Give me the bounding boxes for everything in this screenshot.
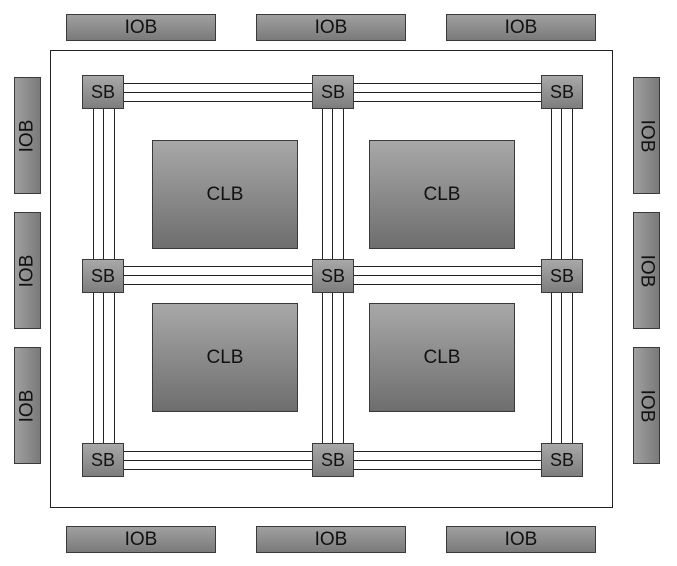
iob-label: IOB bbox=[636, 119, 658, 152]
iob-bottom-1: IOB bbox=[66, 526, 216, 553]
sb-label: SB bbox=[90, 449, 115, 470]
iob-label: IOB bbox=[16, 389, 38, 422]
iob-right-3: IOB bbox=[633, 347, 660, 464]
iob-left-1: IOB bbox=[14, 77, 41, 194]
clb-label: CLB bbox=[206, 183, 244, 205]
iob-label: IOB bbox=[636, 254, 658, 287]
switch-box: SB bbox=[541, 259, 583, 293]
switch-box: SB bbox=[82, 75, 124, 109]
switch-box: SB bbox=[541, 75, 583, 109]
logic-block: CLB bbox=[152, 140, 298, 249]
iob-label: IOB bbox=[504, 16, 538, 38]
sb-label: SB bbox=[320, 449, 345, 470]
iob-left-3: IOB bbox=[14, 347, 41, 464]
iob-label: IOB bbox=[504, 528, 538, 550]
sb-label: SB bbox=[549, 265, 574, 286]
sb-label: SB bbox=[90, 265, 115, 286]
iob-label: IOB bbox=[16, 254, 38, 287]
clb-label: CLB bbox=[206, 346, 244, 368]
logic-block: CLB bbox=[369, 140, 515, 249]
iob-label: IOB bbox=[124, 528, 158, 550]
iob-label: IOB bbox=[124, 16, 158, 38]
logic-block: CLB bbox=[369, 303, 515, 412]
iob-top-1: IOB bbox=[66, 14, 216, 41]
iob-bottom-3: IOB bbox=[446, 526, 596, 553]
clb-label: CLB bbox=[423, 183, 461, 205]
switch-box: SB bbox=[82, 443, 124, 477]
sb-label: SB bbox=[320, 265, 345, 286]
sb-label: SB bbox=[549, 449, 574, 470]
iob-right-1: IOB bbox=[633, 77, 660, 194]
logic-block: CLB bbox=[152, 303, 298, 412]
iob-left-2: IOB bbox=[14, 212, 41, 329]
sb-label: SB bbox=[549, 81, 574, 102]
iob-bottom-2: IOB bbox=[256, 526, 406, 553]
sb-label: SB bbox=[320, 81, 345, 102]
iob-label: IOB bbox=[636, 389, 658, 422]
iob-label: IOB bbox=[16, 119, 38, 152]
iob-label: IOB bbox=[314, 16, 348, 38]
iob-label: IOB bbox=[314, 528, 348, 550]
switch-box: SB bbox=[312, 443, 354, 477]
sb-label: SB bbox=[90, 81, 115, 102]
iob-top-2: IOB bbox=[256, 14, 406, 41]
switch-box: SB bbox=[541, 443, 583, 477]
switch-box: SB bbox=[312, 259, 354, 293]
switch-box: SB bbox=[82, 259, 124, 293]
iob-right-2: IOB bbox=[633, 212, 660, 329]
iob-top-3: IOB bbox=[446, 14, 596, 41]
switch-box: SB bbox=[312, 75, 354, 109]
clb-label: CLB bbox=[423, 346, 461, 368]
